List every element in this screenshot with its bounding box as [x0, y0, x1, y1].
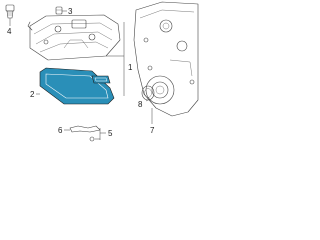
callout-2: 2 [30, 90, 35, 99]
callout-6: 6 [58, 126, 63, 135]
gasket-part[interactable] [39, 67, 115, 105]
parts-diagram: 4 3 1 2 6 5 [5, 1, 199, 142]
bolt-part[interactable] [5, 4, 15, 19]
leader-line-8 [145, 99, 149, 102]
callout-8: 8 [138, 100, 143, 109]
callout-4: 4 [7, 27, 12, 36]
clip-part[interactable] [69, 125, 101, 142]
timing-cover-part[interactable] [133, 1, 199, 117]
callout-5: 5 [108, 129, 113, 138]
callout-7: 7 [150, 126, 155, 135]
stud-part[interactable] [55, 6, 63, 15]
callout-3: 3 [68, 7, 73, 16]
callout-1: 1 [128, 63, 133, 72]
valve-cover-part[interactable] [27, 14, 121, 61]
